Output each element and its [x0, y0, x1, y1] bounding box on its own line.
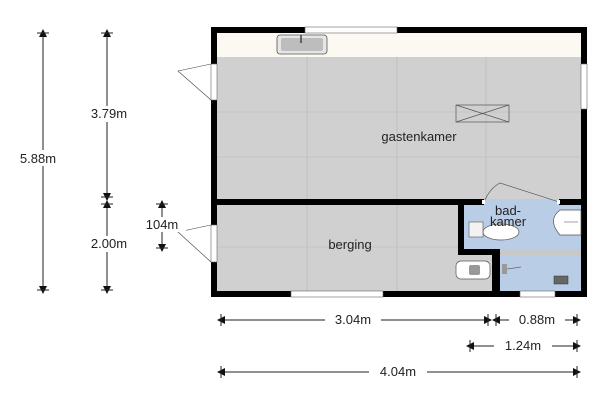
dimension-label: 2.00m — [91, 236, 127, 251]
dimension-label: 104m — [146, 217, 179, 232]
dimension-label: 0.88m — [519, 312, 555, 327]
dimension-storage-width: 3.04m — [217, 312, 492, 327]
window-bottom-shower — [519, 290, 556, 298]
toilet-icon — [468, 221, 520, 241]
room-label-gastenkamer: gastenkamer — [381, 129, 457, 144]
boiler-icon — [455, 260, 491, 280]
room-label-berging: berging — [328, 237, 371, 252]
dimension-label: 1.24m — [505, 338, 541, 353]
storage-floor — [217, 205, 458, 291]
bathroom-door — [482, 182, 560, 204]
room-label-badkamer-1: bad- — [495, 203, 521, 218]
shower-tap-icon — [502, 264, 522, 274]
guest-room-floor — [217, 57, 581, 199]
window-right — [580, 63, 588, 110]
storage-tiles — [217, 205, 458, 291]
interior-wall-vertical — [458, 205, 464, 249]
bathroom-partition — [500, 249, 581, 255]
room-label-badkamer-2: kamer — [490, 214, 527, 229]
dimension-guest-room-depth: 3.79m — [78, 29, 138, 201]
shower-floor — [500, 255, 581, 291]
interior-wall-shower — [492, 255, 500, 291]
dimension-total-width: 4.04m — [217, 364, 581, 379]
dimension-bathroom-small-width: 0.88m — [492, 312, 581, 327]
interior-wall-lower — [458, 249, 500, 255]
dimension-label: 3.04m — [335, 312, 371, 327]
dimension-bathroom-width: 1.24m — [466, 338, 581, 353]
bathroom-door-opening — [484, 199, 559, 205]
dimension-label: 5.88m — [20, 151, 56, 166]
washbasin-icon — [553, 209, 582, 236]
dimension-storage-depth: 2.00m — [78, 200, 138, 294]
counter-strip — [217, 33, 581, 57]
dimension-window-height: 104m — [138, 200, 186, 252]
window-bottom — [290, 290, 384, 298]
window-left-upper — [177, 63, 218, 101]
dimension-total-height: 5.88m — [4, 29, 76, 294]
interior-wall-horizontal — [217, 199, 581, 205]
window-top — [304, 26, 398, 34]
floor-drain-icon — [553, 275, 569, 285]
skylight-icon — [455, 104, 510, 123]
dimension-label: 3.79m — [91, 106, 127, 121]
kitchen-sink-icon — [276, 34, 328, 55]
guest-room-tiles — [217, 57, 581, 199]
dimension-label: 4.04m — [380, 364, 416, 379]
